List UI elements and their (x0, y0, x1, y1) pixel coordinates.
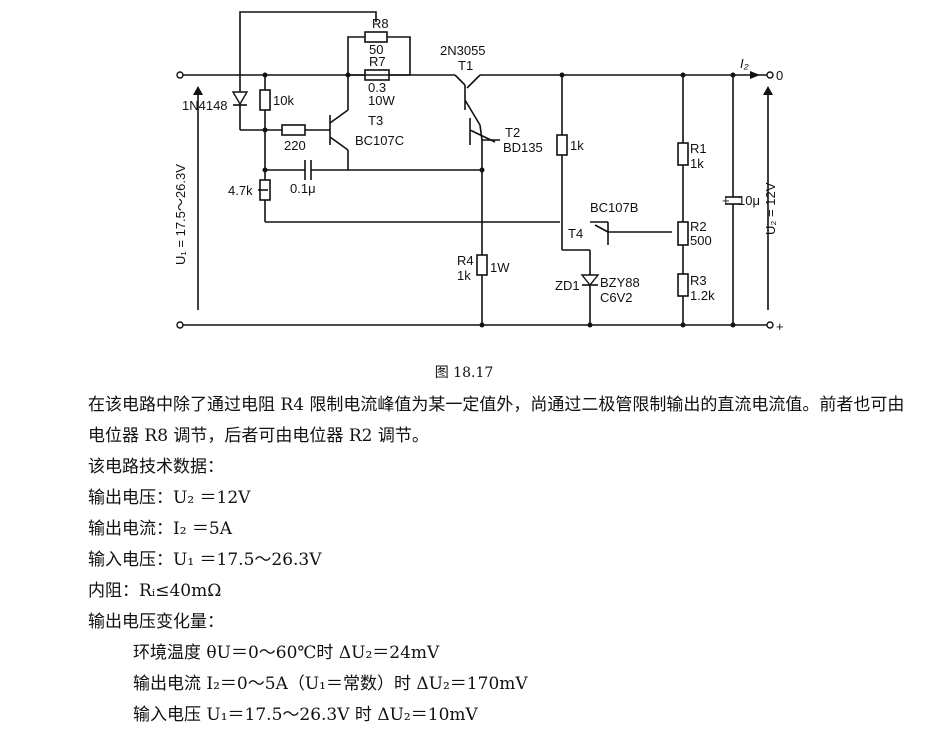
resistor-10k (259, 89, 271, 111)
sub-spec-temperature: 环境温度 θU＝0～60℃时 ΔU₂＝24mV (133, 643, 440, 663)
label-zd-type: BZY88 (600, 275, 640, 290)
label-r4: R4 (457, 253, 474, 268)
label-pot-4-7k: 4.7k (228, 183, 253, 198)
label-r7: R7 (369, 54, 386, 69)
resistor-r1 (677, 142, 689, 166)
label-10k: 10k (273, 93, 294, 108)
terminal-in-bottom (176, 321, 184, 329)
spec-internal-resistance: 内阻：Rᵢ≤40mΩ (88, 581, 222, 601)
arrow-i2 (750, 71, 760, 79)
terminal-in-top (176, 71, 184, 79)
label-c-out: 10μ (738, 193, 760, 208)
label-zd-val: C6V2 (600, 290, 633, 305)
label-t4: T4 (568, 226, 583, 241)
label-r1: R1 (690, 141, 707, 156)
spec-input-voltage: 输入电压：U₁ ＝17.5～26.3V (88, 550, 322, 570)
label-r8-val: 50 (369, 42, 383, 57)
label-220: 220 (284, 138, 306, 153)
label-r3: R3 (690, 273, 707, 288)
resistor-220 (281, 124, 306, 136)
sub-spec-current: 输出电流 I₂＝0～5A（U₁＝常数）时 ΔU₂＝170mV (133, 674, 528, 694)
circuit-schematic: R8 50 2N3055 T1 R7 0.3 10W 1N4148 10k T3… (173, 11, 784, 334)
label-r8: R8 (372, 16, 389, 31)
label-r4-pow: 1W (490, 260, 510, 275)
label-c-plus: + (722, 193, 730, 208)
label-t3-type: BC107C (355, 133, 404, 148)
label-out-plus: + (776, 319, 784, 334)
component-labels: R8 50 2N3055 T1 R7 0.3 10W 1N4148 10k T3… (173, 16, 784, 334)
resistor-r3 (677, 273, 689, 297)
label-c01: 0.1μ (290, 181, 316, 196)
components (176, 31, 774, 329)
label-u1: U₁ = 17.5～26.3V (173, 164, 188, 265)
label-t2: T2 (505, 125, 520, 140)
label-r2-val: 500 (690, 233, 712, 248)
spec-output-current: 输出电流：I₂ ＝5A (88, 519, 233, 539)
label-r3-val: 1.2k (690, 288, 715, 303)
resistor-r8 (364, 31, 388, 43)
resistor-1k (556, 134, 568, 156)
label-t2-type: BD135 (503, 140, 543, 155)
zener-zd1 (580, 274, 600, 287)
label-t4-type: BC107B (590, 200, 638, 215)
label-r1-val: 1k (690, 156, 704, 171)
wires (180, 11, 770, 326)
label-t3: T3 (368, 113, 383, 128)
sub-spec-input: 输入电压 U₁＝17.5～26.3V 时 ΔU₂＝10mV (133, 705, 478, 725)
resistor-r7 (364, 69, 390, 81)
label-1k: 1k (570, 138, 584, 153)
label-r4-val: 1k (457, 268, 471, 283)
arrow-u1 (193, 86, 203, 95)
pot-4-7k (259, 179, 271, 201)
label-i2: I₂ (740, 56, 749, 71)
paragraph-description: 在该电路中除了通过电阻 R4 限制电流峰值为某一定值外，尚通过二极管限制输出的直… (88, 395, 905, 446)
diode-1n4148 (231, 91, 249, 106)
pot-r2 (677, 221, 689, 246)
arrow-u2 (763, 86, 773, 95)
label-u2: U₂ = 12V (763, 182, 778, 235)
label-r7-pow: 10W (368, 93, 395, 108)
label-t1: T1 (458, 58, 473, 73)
terminal-out-bottom (766, 321, 774, 329)
label-zd: ZD1 (555, 278, 580, 293)
label-out-zero: 0 (776, 68, 783, 83)
spec-output-voltage: 输出电压：U₂ ＝12V (88, 488, 251, 508)
spec-voltage-variation: 输出电压变化量： (88, 612, 224, 632)
label-d1: 1N4148 (182, 98, 228, 113)
label-r2: R2 (690, 219, 707, 234)
body-text: 在该电路中除了通过电阻 R4 限制电流峰值为某一定值外，尚通过二极管限制输出的直… (88, 390, 908, 731)
label-r7-val: 0.3 (368, 80, 386, 95)
label-t1-type: 2N3055 (440, 43, 486, 58)
spec-heading: 该电路技术数据： (88, 457, 224, 477)
resistor-r4 (476, 254, 488, 276)
terminal-out-top (766, 71, 774, 79)
figure-caption: 图 18.17 (434, 365, 494, 381)
